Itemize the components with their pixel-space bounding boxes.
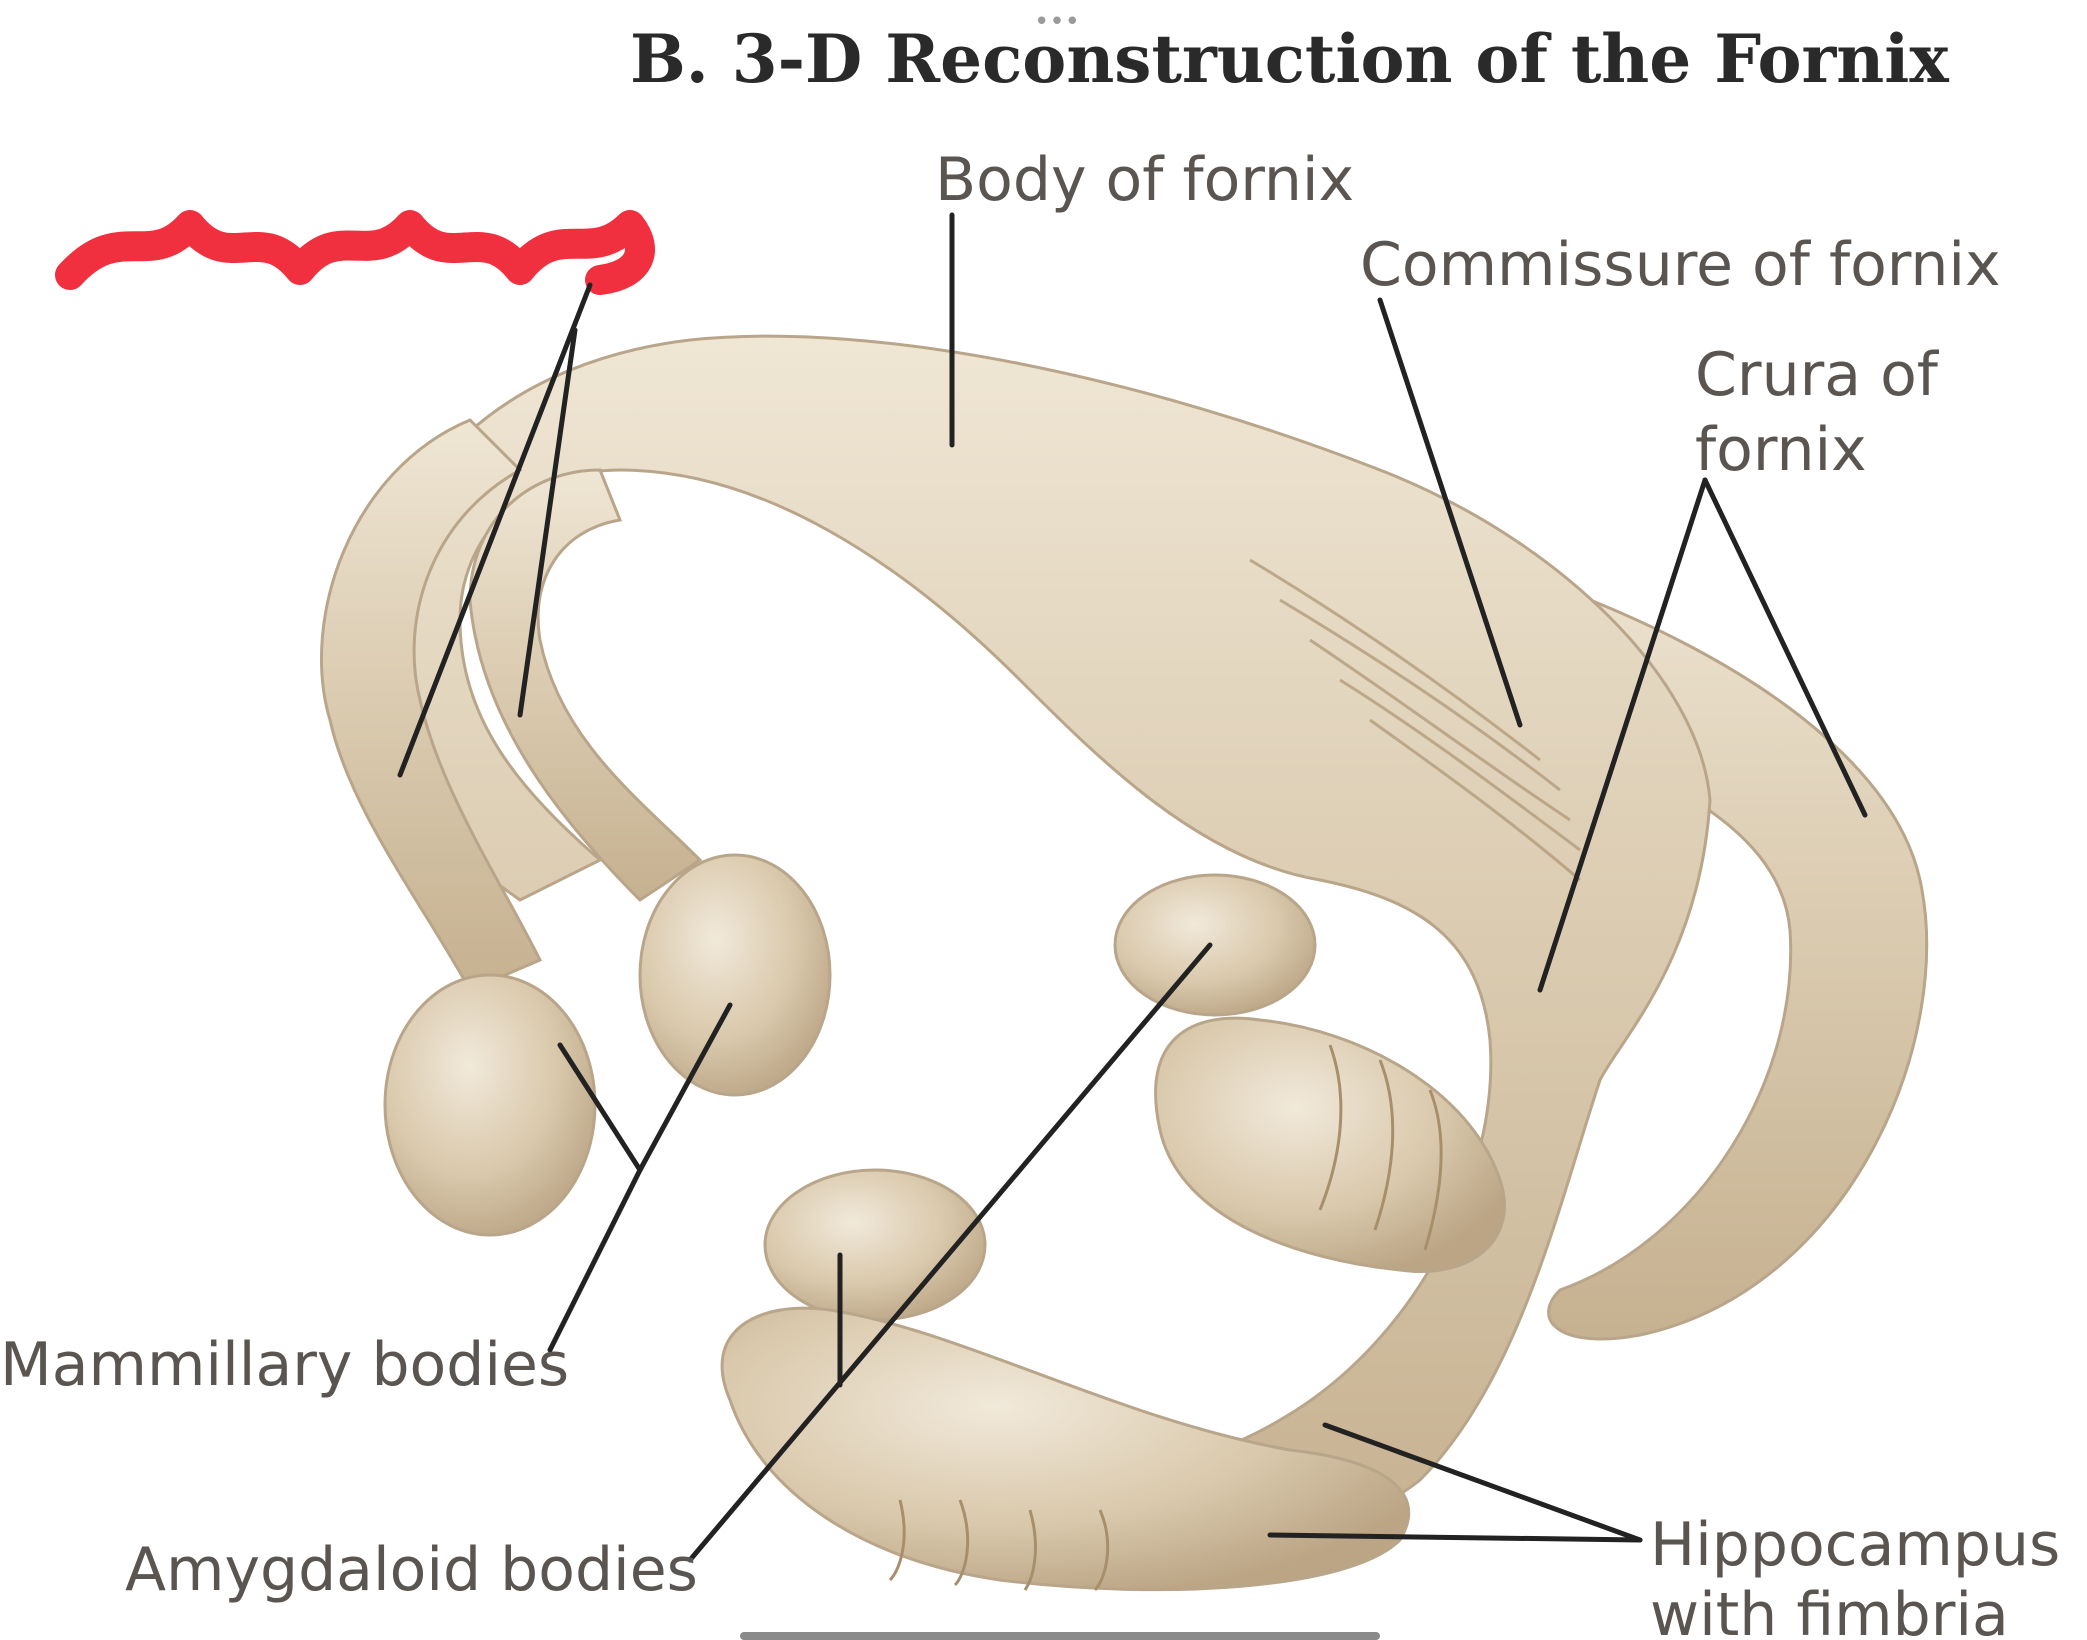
fornix-illustration (320, 334, 1929, 1592)
hippocampus-upper (1154, 1016, 1506, 1273)
hippocampus-upper-ridges (1318, 1044, 1443, 1251)
column-left-outer (320, 418, 543, 992)
label-crura-of-fornix-line1: Crura of (1695, 340, 1940, 410)
label-mammillary-bodies: Mammillary bodies (0, 1330, 569, 1400)
hippocampus-lower-ridges (888, 1499, 1110, 1592)
crus-posterior (1296, 517, 1929, 1341)
label-commissure-of-fornix: Commissure of fornix (1360, 230, 2001, 300)
redaction-scribble (55, 210, 655, 295)
mammillary-body-right (638, 853, 832, 1097)
more-dots-icon[interactable]: ••• (1034, 7, 1080, 37)
label-hippocampus-line1: Hippocampus (1650, 1510, 2060, 1580)
diagram-title: B. 3-D Reconstruction of the Fornix (630, 20, 1949, 98)
amygdaloid-body-upper (1113, 873, 1317, 1017)
mammillary-body-left (383, 973, 597, 1237)
label-hippocampus-line2: with fimbria (1650, 1580, 2009, 1640)
column-left-inner (468, 468, 703, 902)
leader-lines (397, 212, 1868, 1563)
label-body-of-fornix: Body of fornix (935, 145, 1354, 215)
hippocampus-lower (720, 1306, 1411, 1592)
amygdaloid-body-lower (763, 1168, 987, 1322)
commissure-fibers (1249, 558, 1581, 882)
home-indicator[interactable] (740, 1632, 1380, 1640)
label-crura-of-fornix-line2: fornix (1695, 415, 1867, 485)
label-amygdaloid-bodies: Amygdaloid bodies (125, 1535, 698, 1605)
